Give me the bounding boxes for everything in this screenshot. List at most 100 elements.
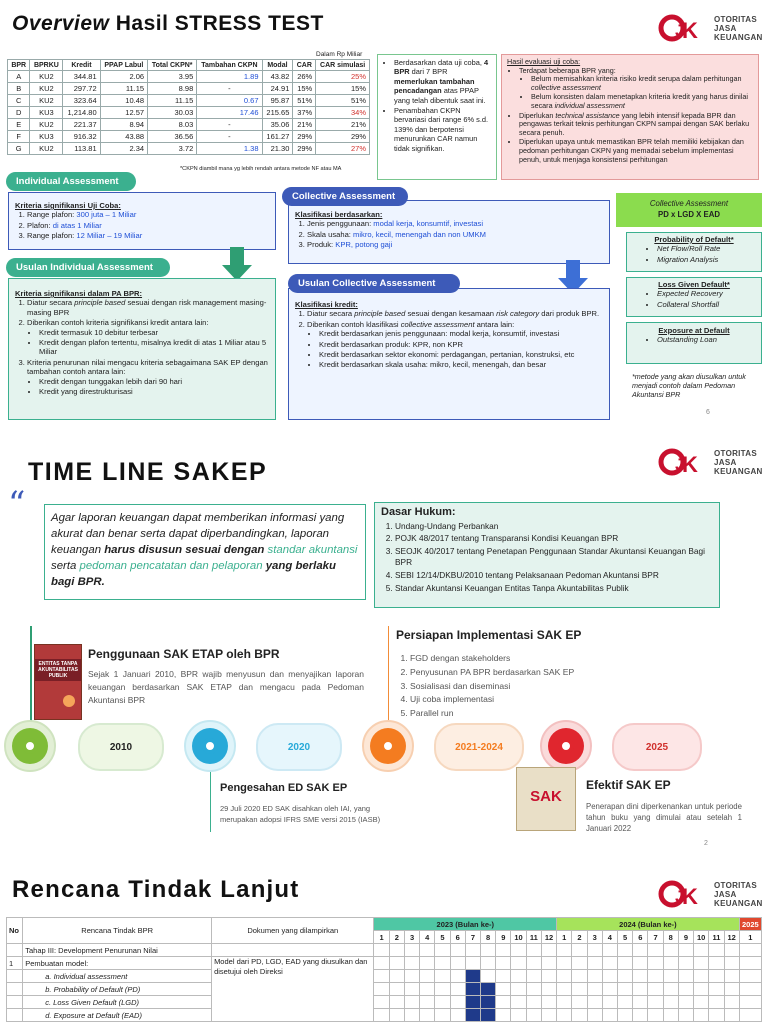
table-cell: 1,214.80 <box>62 106 101 119</box>
gantt-cell <box>419 969 436 983</box>
table-cell: 344.81 <box>62 70 101 83</box>
svg-text:K: K <box>682 18 698 43</box>
table-cell: 36.56 <box>147 130 198 143</box>
gantt-cell <box>434 995 451 1009</box>
circle-2025-dot <box>558 738 574 754</box>
gantt-cell <box>632 956 649 970</box>
month-cell: 6 <box>449 930 466 944</box>
gantt-cell <box>480 995 497 1009</box>
gantt-cell <box>556 982 573 996</box>
gantt-cell <box>449 969 466 983</box>
gantt-cell <box>647 995 664 1009</box>
gantt-cell <box>525 956 542 970</box>
table-cell: 51% <box>292 94 317 107</box>
table-cell: A <box>6 70 31 83</box>
list-item: FGD dengan stakeholders <box>410 652 636 665</box>
month-cell: 7 <box>647 930 664 944</box>
gantt-cell <box>723 969 740 983</box>
task-label: Pembuatan model: <box>22 956 213 970</box>
timeline-stem-2020 <box>210 770 211 832</box>
gantt-cell <box>510 956 527 970</box>
table-cell: 11.15 <box>147 94 198 107</box>
col-dokumen: Dokumen yang dilampirkan <box>211 917 375 944</box>
table-cell: 297.72 <box>62 82 101 95</box>
table-cell: 43.82 <box>261 70 294 83</box>
month-cell: 3 <box>586 930 603 944</box>
gantt-cell <box>373 956 390 970</box>
metode-note: *metode yang akan diusulkan untuk menjad… <box>632 372 746 399</box>
gantt-cell <box>677 1008 695 1022</box>
svg-text:K: K <box>682 452 698 477</box>
list-item: Parallel run <box>410 707 636 720</box>
svg-text:J: J <box>675 21 684 40</box>
dokumen-cell: Model dari PD, LGD, EAD yang diusulkan d… <box>211 956 375 1022</box>
gantt-cell <box>586 969 603 983</box>
gantt-cell <box>373 982 390 996</box>
year-2025-header: 2025 <box>738 917 763 931</box>
table-cell: KU2 <box>29 70 64 83</box>
year-2024-header: 2024 (Bulan ke-) <box>556 917 740 931</box>
gantt-cell <box>677 956 695 970</box>
circle-2010-dot <box>22 738 38 754</box>
dasar-hukum-box: Dasar Hukum: Undang-Undang PerbankanPOJK… <box>374 502 720 608</box>
slide1-title: Overview Hasil STRESS TEST <box>12 12 324 35</box>
gantt-cell <box>632 982 649 996</box>
task-label: d. Exposure at Default (EAD) <box>22 1008 213 1022</box>
gantt-cell <box>616 995 634 1009</box>
gantt-cell <box>616 1008 634 1022</box>
gantt-cell <box>510 982 527 996</box>
list-item: Skala usaha: mikro, kecil, menengah dan … <box>307 230 603 239</box>
gantt-cell <box>738 956 763 970</box>
gantt-cell <box>495 969 512 983</box>
gantt-cell <box>708 982 725 996</box>
gantt-cell <box>601 995 618 1009</box>
gantt-cell <box>571 969 588 983</box>
table-row: c. Loss Given Default (LGD) <box>5 995 763 1009</box>
svg-text:J: J <box>675 887 684 906</box>
efektif-text: Penerapan dini diperkenankan untuk perio… <box>586 802 742 833</box>
gantt-cell <box>525 969 542 983</box>
list-item: Penyusunan PA BPR berdasarkan SAK EP <box>410 666 636 679</box>
circle-2020-dot <box>202 738 218 754</box>
list-item: POJK 48/2017 tentang Transparansi Kondis… <box>395 533 713 545</box>
table-header: CAR simulasi <box>315 59 370 71</box>
gantt-cell <box>403 1008 421 1022</box>
gantt-cell <box>586 956 603 970</box>
table-cell: C <box>6 94 31 107</box>
table-row: b. Probability of Default (PD) <box>5 982 763 996</box>
month-cell: 9 <box>677 930 695 944</box>
gantt-cell <box>677 982 695 996</box>
gantt-cell <box>480 982 497 996</box>
year-2025: 2025 <box>612 723 702 771</box>
formula-box: Collective Assessment PD x LGD X EAD <box>616 193 762 227</box>
gantt-cell <box>586 995 603 1009</box>
gantt-cell <box>495 995 512 1009</box>
gantt-cell <box>632 969 649 983</box>
unit-note: Dalam Rp Miliar <box>316 51 363 58</box>
list-item: Kredit berdasarkan jenis penggunaan: mod… <box>319 329 603 338</box>
gantt-cell <box>662 995 679 1009</box>
month-cell: 3 <box>403 930 421 944</box>
table-cell: 35.06 <box>261 118 294 131</box>
table-cell: 8.03 <box>147 118 198 131</box>
gantt-cell <box>510 969 527 983</box>
efektif-title: Efektif SAK EP <box>586 778 671 792</box>
evaluation-box: Hasil evaluasi uji coba: Terdapat bebera… <box>501 54 759 180</box>
table-cell: 29% <box>292 142 317 155</box>
gantt-cell <box>556 1008 573 1022</box>
gantt-cell <box>449 995 466 1009</box>
gantt-cell <box>434 969 451 983</box>
table-cell: F <box>6 130 31 143</box>
gantt-cell <box>403 982 421 996</box>
gantt-cell <box>449 1008 466 1022</box>
gantt-cell <box>403 995 421 1009</box>
gantt-cell <box>510 995 527 1009</box>
task-label: b. Probability of Default (PD) <box>22 982 213 996</box>
year-2023-header: 2023 (Bulan ke-) <box>373 917 558 931</box>
gantt-cell <box>540 995 558 1009</box>
list-item: Collateral Shortfall <box>657 300 757 309</box>
table-cell: KU2 <box>29 94 64 107</box>
